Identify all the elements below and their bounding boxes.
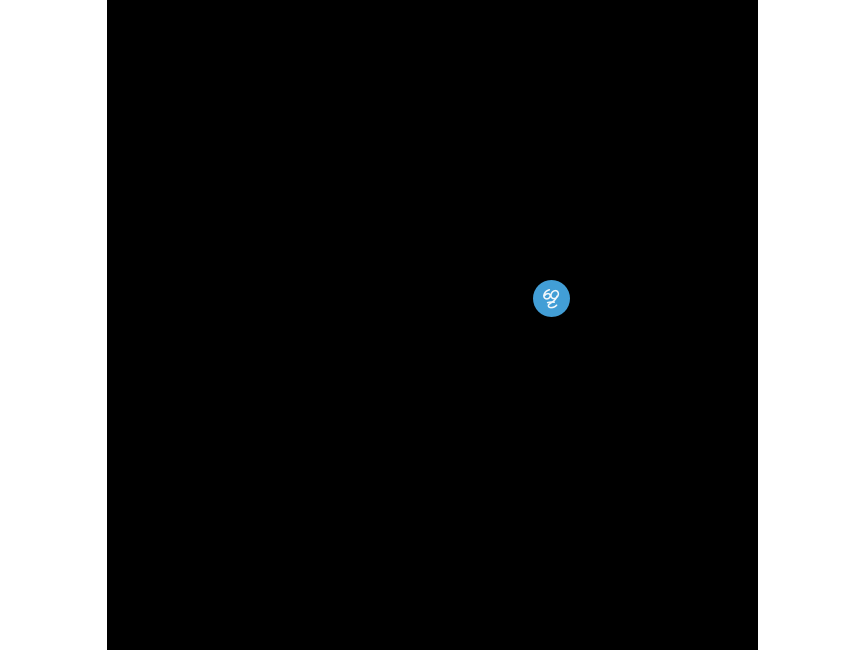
brand-logo-glyph: [542, 288, 559, 308]
brand-logo-icon: [532, 279, 570, 317]
page-gutter-left: [0, 0, 107, 650]
page-gutter-right: [758, 0, 866, 650]
splash-stage: 60: [107, 0, 758, 650]
app-viewport: 60: [107, 0, 758, 650]
